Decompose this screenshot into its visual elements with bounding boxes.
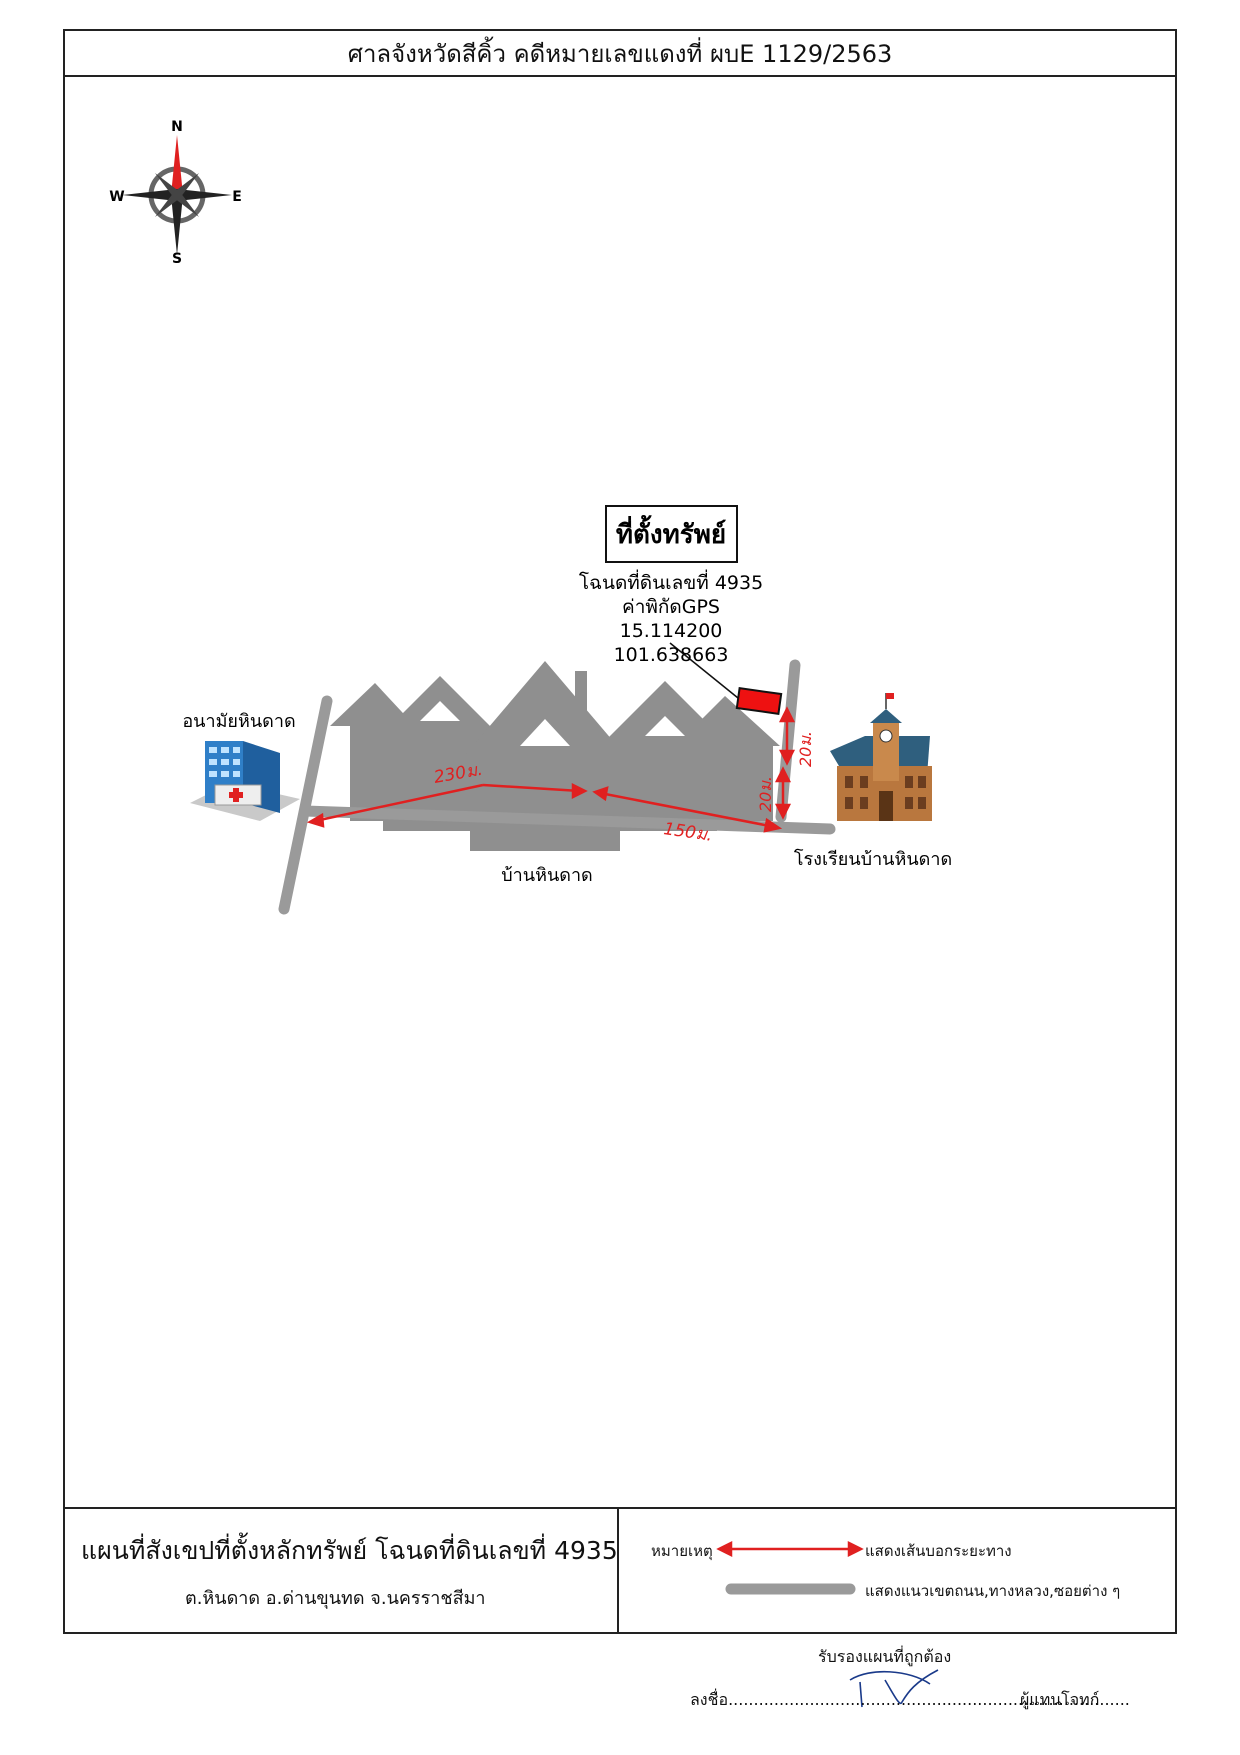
footer-title-block: แผนที่สังเขปที่ตั้งหลักทรัพย์ โฉนดที่ดิน…	[65, 1509, 619, 1634]
handwritten-signature	[849, 1669, 939, 1708]
distance-20-lower: 20ม.	[756, 776, 775, 812]
gps-label: ค่าพิกัดGPS	[622, 596, 720, 618]
legend-label: หมายเหตุ	[651, 1542, 713, 1560]
village-label: บ้านหินดาด	[501, 865, 593, 886]
map-canvas: N S E W	[109, 119, 952, 915]
map-frame: ศาลจังหวัดสีคิ้ว คดีหมายเลขแดงที่ ผบE 11…	[63, 29, 1177, 1634]
property-marker	[735, 687, 783, 715]
footer-title: แผนที่สังเขปที่ตั้งหลักทรัพย์ โฉนดที่ดิน…	[81, 1536, 618, 1565]
legend-arrow-icon	[716, 1540, 864, 1558]
village-houses-icon	[330, 661, 780, 851]
compass-west: W	[109, 189, 124, 205]
hospital-building-icon	[190, 741, 300, 821]
legend-arrow-text: แสดงเส้นบอกระยะทาง	[865, 1542, 1012, 1560]
hospital-label: อนามัยหินดาด	[182, 711, 295, 732]
legend-road-text: แสดงแนวเขตถนน,ทางหลวง,ซอยต่าง ๆ	[865, 1582, 1121, 1600]
footer-subtitle: ต.หินดาด อ.ด่านขุนทด จ.นครราชสีมา	[185, 1588, 486, 1609]
school-label: โรงเรียนบ้านหินดาด	[794, 848, 952, 870]
pointer-line	[669, 642, 739, 699]
signature-line: ลงชื่อ..................................…	[690, 1690, 1130, 1709]
legend-graphics	[716, 1540, 864, 1595]
map-footer: แผนที่สังเขปที่ตั้งหลักทรัพย์ โฉนดที่ดิน…	[65, 1507, 1175, 1634]
school-building-icon	[830, 693, 932, 821]
page-title: ศาลจังหวัดสีคิ้ว คดีหมายเลขแดงที่ ผบE 11…	[65, 31, 1175, 77]
property-box	[605, 505, 738, 563]
certify-text: รับรองแผนที่ถูกต้อง	[818, 1647, 952, 1666]
gps-lat: 15.114200	[620, 620, 723, 642]
distance-arrows	[306, 706, 796, 833]
compass-north: N	[171, 119, 183, 135]
gps-lon: 101.638663	[614, 644, 729, 666]
compass-south: S	[172, 251, 182, 267]
deed-number: โฉนดที่ดินเลขที่ 4935	[579, 569, 763, 594]
property-box-label: ที่ตั้งทรัพย์	[616, 514, 726, 550]
compass-east: E	[232, 189, 242, 205]
signer-role: ผู้แทนโจทก์	[1020, 1690, 1100, 1709]
compass-rose-icon	[122, 135, 232, 255]
distance-20-upper: 20ม.	[796, 731, 815, 767]
